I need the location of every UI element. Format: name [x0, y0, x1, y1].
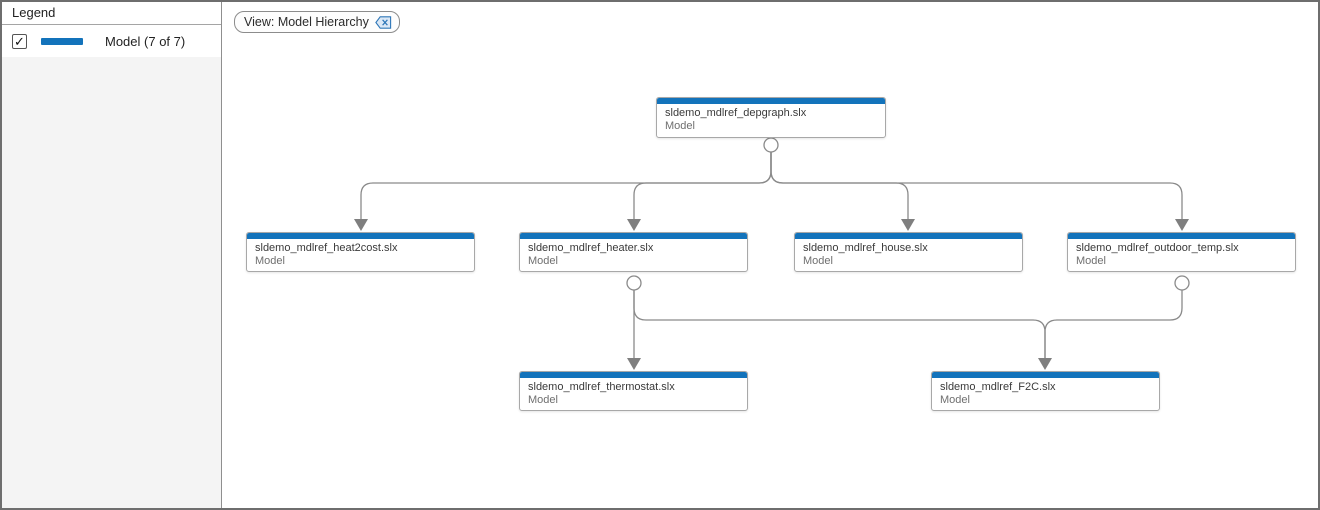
edge-heater-f2c [633, 290, 1046, 358]
edge-depgraph-heater [633, 152, 772, 219]
node-heater[interactable]: sldemo_mdlref_heater.slx Model [519, 232, 748, 272]
output-port-depgraph [763, 137, 779, 153]
legend-panel: Legend ✓ Model (7 of 7) [2, 2, 222, 508]
legend-item-label: Model (7 of 7) [105, 33, 186, 49]
backspace-x-icon[interactable] [375, 15, 392, 29]
node-type-bar [520, 233, 747, 239]
node-depgraph[interactable]: sldemo_mdlref_depgraph.slx Model [656, 97, 886, 138]
node-heat2cost[interactable]: sldemo_mdlref_heat2cost.slx Model [246, 232, 475, 272]
node-type-label: Model [528, 394, 558, 406]
node-title: sldemo_mdlref_heat2cost.slx [255, 242, 398, 254]
legend-checkbox[interactable]: ✓ [12, 33, 27, 49]
output-port-heater [626, 275, 642, 291]
arrowhead [1175, 219, 1189, 231]
edge-depgraph-house [770, 152, 909, 219]
node-title: sldemo_mdlref_house.slx [803, 242, 928, 254]
node-type-label: Model [255, 255, 285, 267]
edge-layer [354, 137, 1190, 370]
node-type-bar [657, 98, 885, 104]
legend-item-model: ✓ Model (7 of 7) [2, 25, 221, 57]
node-title: sldemo_mdlref_outdoor_temp.slx [1076, 242, 1239, 254]
node-type-label: Model [940, 394, 970, 406]
legend-swatch [41, 37, 83, 45]
edge-outdoor-temp-f2c [1044, 290, 1183, 358]
node-title: sldemo_mdlref_thermostat.slx [528, 381, 675, 393]
node-type-label: Model [803, 255, 833, 267]
node-title: sldemo_mdlref_heater.slx [528, 242, 654, 254]
graph-canvas[interactable]: View: Model Hierarchy sldemo_mdlref_depg… [223, 2, 1318, 508]
node-type-bar [520, 372, 747, 378]
output-port-outdoor-temp [1174, 275, 1190, 291]
edge-depgraph-heat2cost [360, 152, 772, 219]
node-title: sldemo_mdlref_depgraph.slx [665, 107, 807, 119]
node-type-bar [247, 233, 474, 239]
node-type-label: Model [528, 255, 558, 267]
node-outdoor-temp[interactable]: sldemo_mdlref_outdoor_temp.slx Model [1067, 232, 1296, 272]
node-f2c[interactable]: sldemo_mdlref_F2C.slx Model [931, 371, 1160, 411]
node-title: sldemo_mdlref_F2C.slx [940, 381, 1056, 393]
node-type-label: Model [665, 120, 695, 132]
view-filter-chip[interactable]: View: Model Hierarchy [234, 11, 400, 33]
arrowhead [627, 219, 641, 231]
node-type-bar [932, 372, 1159, 378]
node-thermostat[interactable]: sldemo_mdlref_thermostat.slx Model [519, 371, 748, 411]
arrowhead [1038, 358, 1052, 370]
node-type-bar [1068, 233, 1295, 239]
arrowhead [627, 358, 641, 370]
node-house[interactable]: sldemo_mdlref_house.slx Model [794, 232, 1023, 272]
edge-depgraph-outdoor-temp [770, 152, 1183, 219]
view-filter-label: View: Model Hierarchy [244, 15, 369, 29]
node-type-label: Model [1076, 255, 1106, 267]
arrowhead [354, 219, 368, 231]
legend-title: Legend [2, 2, 221, 25]
node-type-bar [795, 233, 1022, 239]
arrowhead [901, 219, 915, 231]
